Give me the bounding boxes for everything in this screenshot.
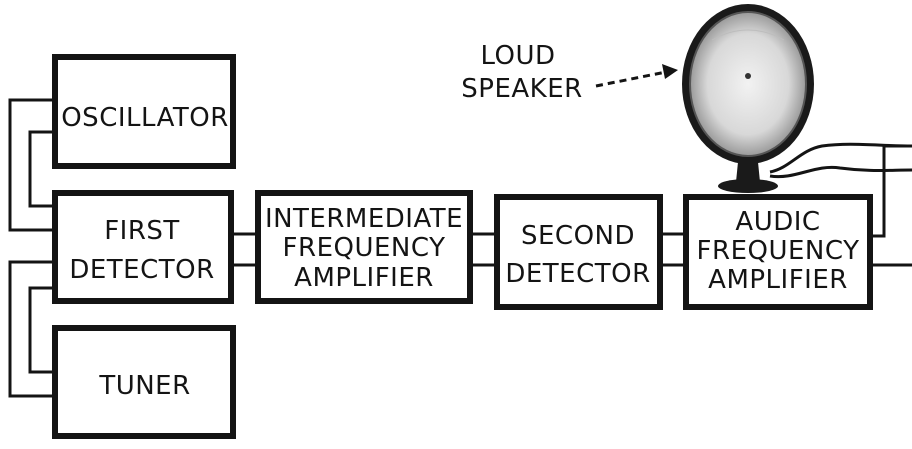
if-amplifier-label-line2: FREQUENCY <box>283 233 446 263</box>
first-detector-label-line2: DETECTOR <box>69 255 214 285</box>
second-detector-label-line1: SECOND <box>521 221 635 251</box>
wire-audio-to-speaker-upper <box>870 146 912 236</box>
oscillator-label: OSCILLATOR <box>61 103 229 133</box>
loudspeaker-label-line1: LOUD <box>480 41 555 71</box>
tuner-block: TUNER <box>55 328 233 436</box>
wire-tuner-inner <box>30 288 52 372</box>
loudspeaker-pointer-arrow <box>596 64 678 86</box>
loudspeaker-label: LOUD SPEAKER <box>461 41 582 104</box>
second-detector-block: SECOND DETECTOR <box>497 197 660 307</box>
tuner-label: TUNER <box>98 371 190 401</box>
loudspeaker-icon <box>682 4 814 193</box>
audio-amplifier-label-line1: AUDIC <box>735 207 820 237</box>
if-amplifier-label-line3: AMPLIFIER <box>294 263 434 293</box>
audio-amplifier-label-line3: AMPLIFIER <box>708 265 848 295</box>
audio-amplifier-label-line2: FREQUENCY <box>697 236 860 266</box>
intermediate-frequency-amplifier-block: INTERMEDIATE FREQUENCY AMPLIFIER <box>258 193 470 301</box>
audio-frequency-amplifier-block: AUDIC FREQUENCY AMPLIFIER <box>686 197 870 307</box>
first-detector-block: FIRST DETECTOR <box>55 193 231 301</box>
loudspeaker-label-line2: SPEAKER <box>461 74 582 104</box>
oscillator-block: OSCILLATOR <box>55 57 233 166</box>
second-detector-label-line2: DETECTOR <box>505 259 650 289</box>
wire-oscillator-inner <box>30 132 52 206</box>
first-detector-label-line1: FIRST <box>104 216 180 246</box>
if-amplifier-label-line1: INTERMEDIATE <box>265 204 463 234</box>
wire-speaker-cord-2 <box>770 167 912 176</box>
